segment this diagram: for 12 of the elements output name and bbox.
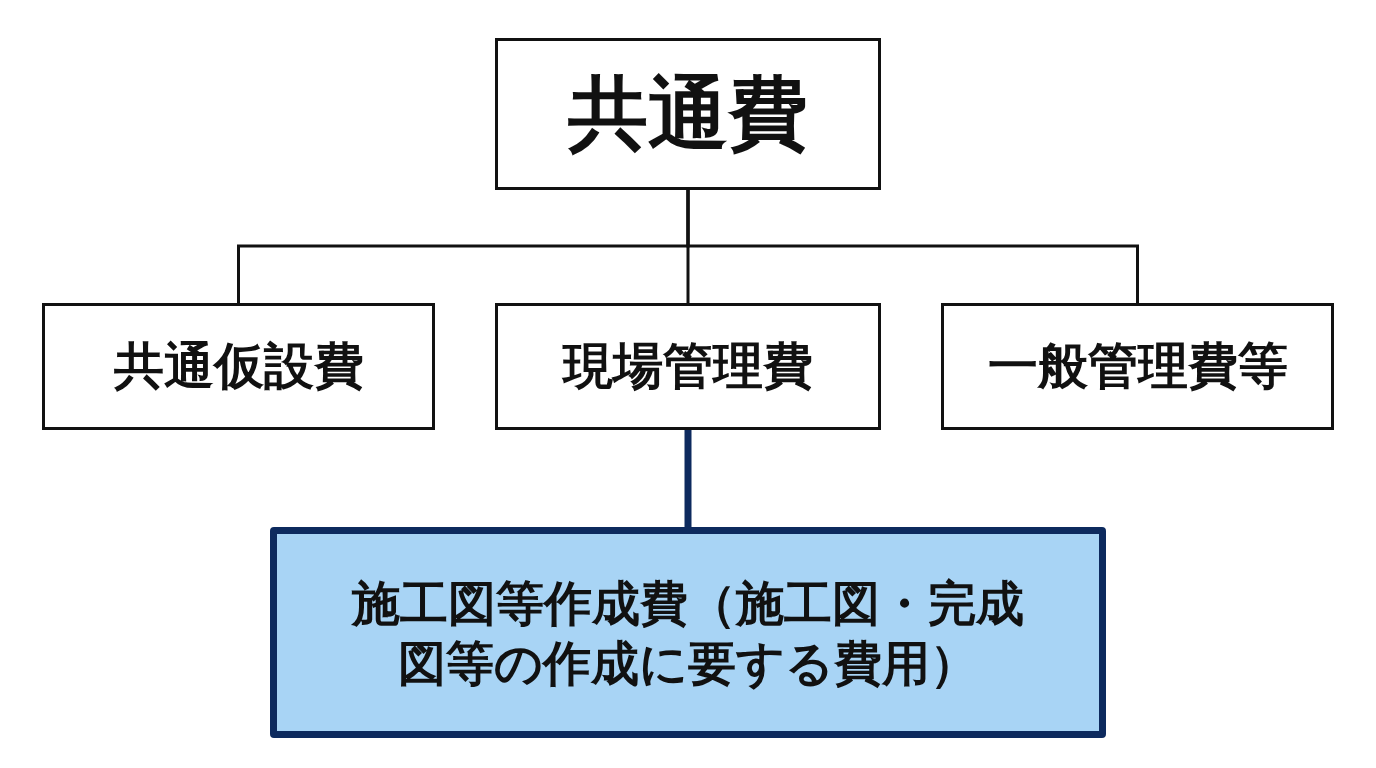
- category-box: [941, 303, 1334, 430]
- box-label: 共通仮設費: [113, 336, 364, 398]
- category-box: [42, 303, 435, 430]
- box-label: 施工図等作成費（施工図・完成図等の作成に要する費用）: [350, 573, 1025, 693]
- connector-line: [684, 430, 692, 527]
- highlight-box: [270, 527, 1106, 738]
- connector-line: [686, 190, 1139, 303]
- category-box: [495, 303, 881, 430]
- box-label: 現場管理費: [563, 336, 813, 398]
- box-label: 一般管理費等: [987, 336, 1288, 398]
- box-label: 共通費: [568, 66, 808, 162]
- category-box: [495, 38, 881, 190]
